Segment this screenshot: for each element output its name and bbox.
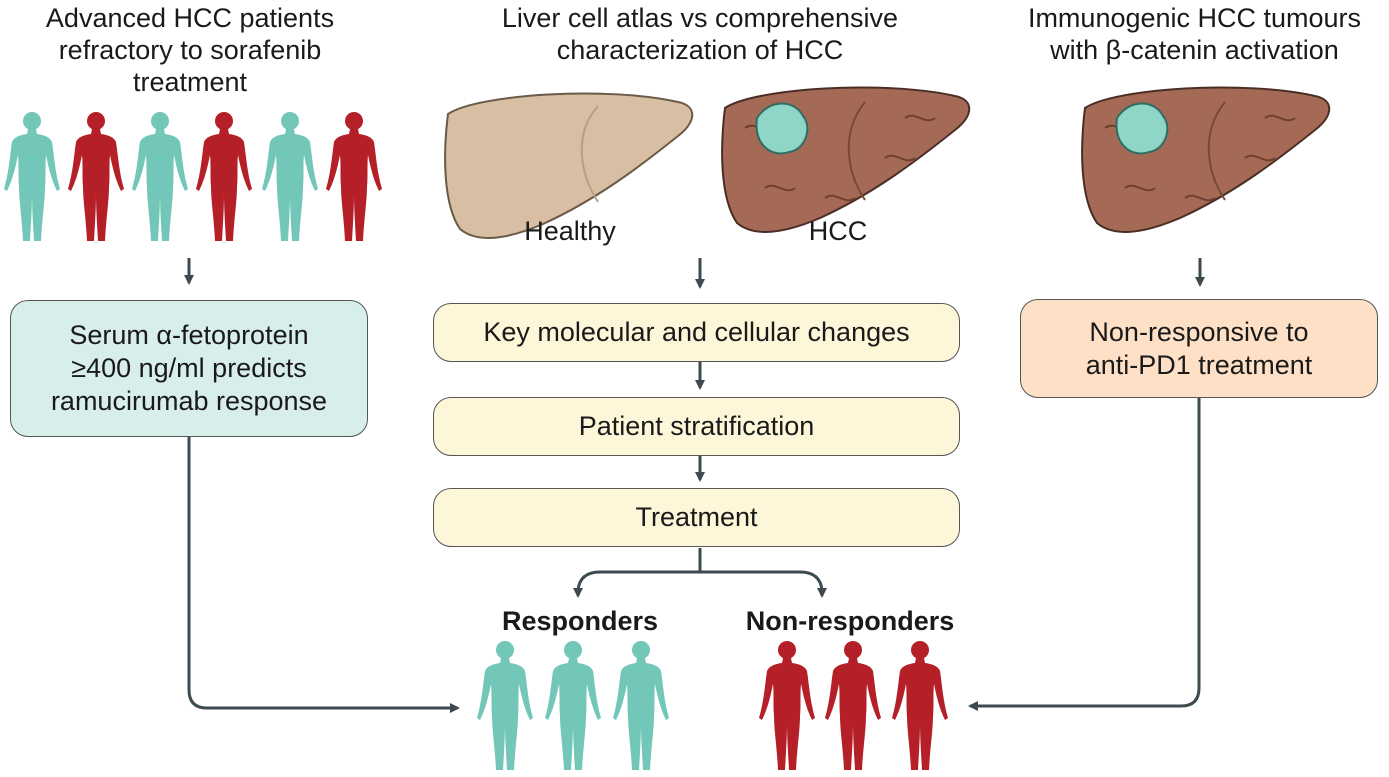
arrows xyxy=(184,258,1205,713)
right-column-title: Immunogenic HCC tumours with β-catenin a… xyxy=(1027,3,1362,65)
left-column-title: Advanced HCC patients refractory to sora… xyxy=(45,3,335,97)
immunogenic-liver-icon xyxy=(1081,86,1331,234)
human-figure-icon xyxy=(326,112,382,241)
human-figure-icon xyxy=(759,641,815,770)
human-figure-icon xyxy=(4,112,60,241)
human-figure-icon xyxy=(196,112,252,241)
afp-predictor-box: Serum α-fetoprotein ≥400 ng/ml predicts … xyxy=(10,300,368,437)
human-figure-icon xyxy=(545,641,601,770)
human-figure-icon xyxy=(825,641,881,770)
human-figure-icon xyxy=(892,641,948,770)
healthy-liver-icon xyxy=(444,92,694,240)
patients-row xyxy=(4,112,382,241)
non-responders-label: Non-responders xyxy=(745,606,955,636)
step-treatment: Treatment xyxy=(433,488,960,547)
step-patient-stratification: Patient stratification xyxy=(433,397,960,456)
arrow-icon xyxy=(968,398,1201,711)
non-responsive-box: Non-responsive to anti-PD1 treatment xyxy=(1020,299,1378,398)
healthy-label: Healthy xyxy=(524,216,616,246)
hcc-label: HCC xyxy=(808,216,868,246)
non-responders-group xyxy=(759,641,948,770)
arrow-icon xyxy=(573,548,702,598)
human-figure-icon xyxy=(132,112,188,241)
hcc-liver-icon xyxy=(721,86,971,234)
responders-group xyxy=(477,641,669,770)
tumour-icon xyxy=(1115,102,1169,155)
human-figure-icon xyxy=(613,641,669,770)
human-figure-icon xyxy=(262,112,318,241)
human-figure-icon xyxy=(477,641,533,770)
arrow-icon xyxy=(187,437,460,713)
middle-column-title: Liver cell atlas vs comprehensive charac… xyxy=(501,3,899,65)
arrow-icon xyxy=(700,570,827,598)
tumour-icon xyxy=(755,102,809,155)
human-figure-icon xyxy=(68,112,124,241)
responders-label: Responders xyxy=(501,606,659,636)
step-key-changes: Key molecular and cellular changes xyxy=(433,303,960,362)
